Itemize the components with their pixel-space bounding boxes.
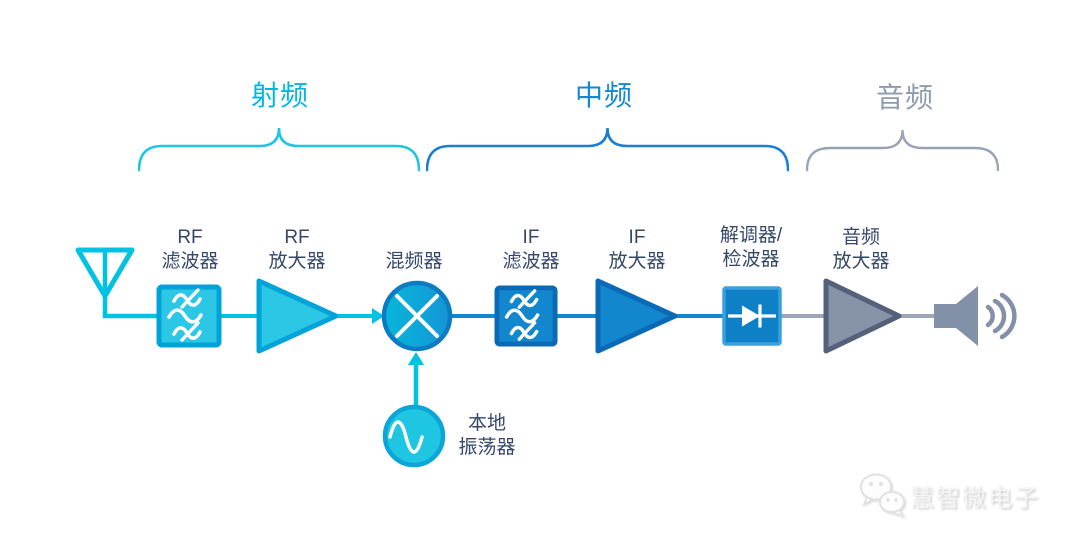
audio-amp-label-line1: 音频 (841, 227, 880, 248)
local-oscillator-label-line1: 本地 (467, 413, 506, 434)
wire-mixer-to-iffilter (450, 314, 496, 318)
wire-ifamp-to-demod (674, 314, 724, 318)
if-filter-label: IF 滤波器 (481, 226, 581, 274)
antenna-icon (75, 247, 160, 319)
audio-amp-label-line2: 放大器 (832, 251, 890, 272)
demodulator-label: 解调器/ 检波器 (691, 224, 811, 272)
if-amp-label: IF 放大器 (587, 226, 687, 274)
sine-oscillator-icon (382, 404, 446, 468)
mixer-label: 混频器 (385, 251, 443, 272)
demodulator-label-line1: 解调器/ (719, 225, 783, 246)
local-oscillator-label-line2: 振荡器 (458, 437, 516, 458)
wire-lo-to-mixer-arrow-icon (408, 352, 424, 407)
rf-amplifier-icon (256, 278, 339, 354)
wire-demod-to-audioamp (780, 314, 826, 318)
if-filter-label-line2: 滤波器 (502, 251, 560, 272)
rf-amp-label-line2: 放大器 (268, 251, 326, 272)
watermark-brand-text: 慧智微电子 (910, 485, 1040, 512)
if-filter-label-line1: IF (522, 227, 540, 248)
diode-detector-icon (722, 286, 782, 346)
section-label-if: 中频 (574, 80, 633, 111)
local-oscillator-label: 本地 振荡器 (437, 412, 537, 460)
rf-amp-label: RF 放大器 (247, 226, 347, 274)
speaker-icon (934, 286, 1017, 346)
audio-amp-label: 音频 放大器 (811, 226, 911, 274)
if-amp-label-line2: 放大器 (608, 251, 666, 272)
rf-bandpass-filter-icon (156, 284, 222, 348)
section-label-rf: 射频 (250, 80, 309, 111)
rf-amp-label-line1: RF (284, 227, 310, 248)
audio-amplifier-icon (823, 278, 902, 354)
rf-section-brace-icon (138, 127, 420, 172)
wire-filter-to-rfamp (220, 314, 260, 318)
wire-iffilter-to-ifamp (556, 314, 598, 318)
wire-rfamp-to-mixer-arrow-icon (336, 308, 384, 324)
if-amplifier-icon (595, 278, 678, 354)
wechat-icon (860, 473, 905, 518)
demodulator-label-line2: 检波器 (722, 249, 780, 270)
rf-filter-label-line2: 滤波器 (161, 251, 219, 272)
if-section-brace-icon (426, 127, 789, 172)
if-amp-label-line1: IF (628, 227, 646, 248)
audio-section-brace-icon (806, 129, 999, 172)
wire-audioamp-to-speaker (897, 314, 935, 318)
section-label-audio: 音频 (875, 82, 934, 113)
rf-filter-label: RF 滤波器 (140, 226, 240, 274)
mixer-icon (381, 280, 453, 352)
if-bandpass-filter-icon (494, 285, 558, 347)
rf-filter-label-line1: RF (177, 227, 203, 248)
